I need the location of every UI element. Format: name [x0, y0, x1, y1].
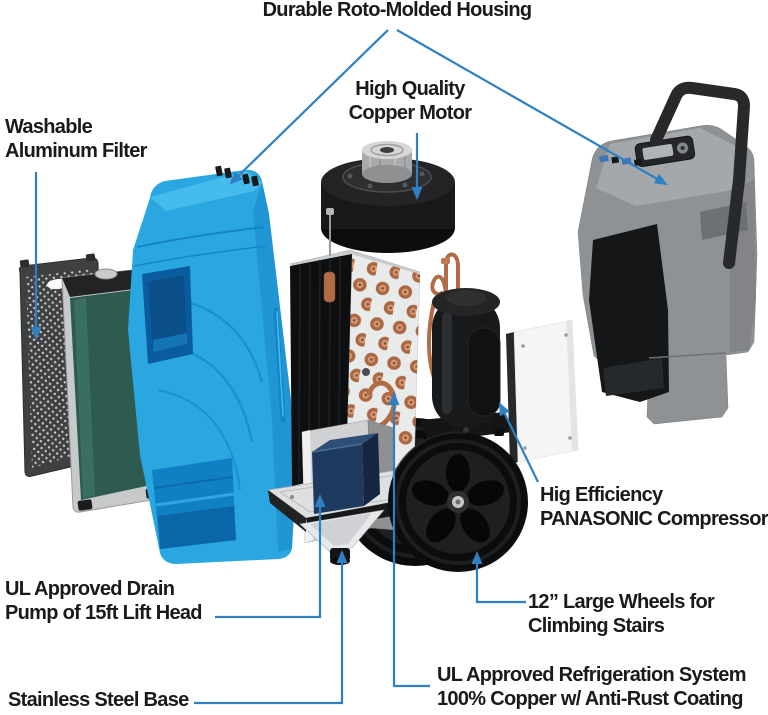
callout-drain-pump-label: UL Approved Drain Pump of 15ft Lift Head — [5, 578, 203, 624]
connector-wheels — [471, 551, 526, 604]
gray-housing — [577, 81, 758, 425]
front-stickers — [598, 155, 642, 166]
connector-housing-right — [396, 29, 668, 185]
push-handle — [650, 81, 750, 269]
blue-housing — [128, 165, 296, 564]
callout-motor-label: High Quality Copper Motor — [348, 78, 472, 124]
connector-drain-pump — [215, 494, 326, 619]
control-panel — [634, 135, 696, 168]
callout-refrigeration-label: UL Approved Refrigeration System 100% Co… — [437, 664, 746, 710]
callout-compressor-label: Hig Efficiency PANASONIC Compressor — [540, 484, 768, 530]
connector-compressor — [499, 402, 539, 483]
connector-housing-left — [229, 29, 389, 185]
callout-housing-label: Durable Roto-Molded Housing — [262, 0, 533, 21]
copper-motor — [321, 141, 455, 253]
callout-base-label: Stainless Steel Base — [8, 689, 189, 711]
panasonic-compressor — [420, 252, 512, 446]
callout-wheels-label: 12” Large Wheels for Climbing Stairs — [528, 591, 715, 637]
electrical-box — [506, 319, 579, 464]
connector-refrigeration — [388, 392, 430, 688]
callout-connectors — [30, 29, 668, 705]
connector-base — [194, 550, 348, 705]
callout-filter-label: Washable Aluminum Filter — [5, 116, 147, 162]
front-wheel — [388, 431, 528, 572]
